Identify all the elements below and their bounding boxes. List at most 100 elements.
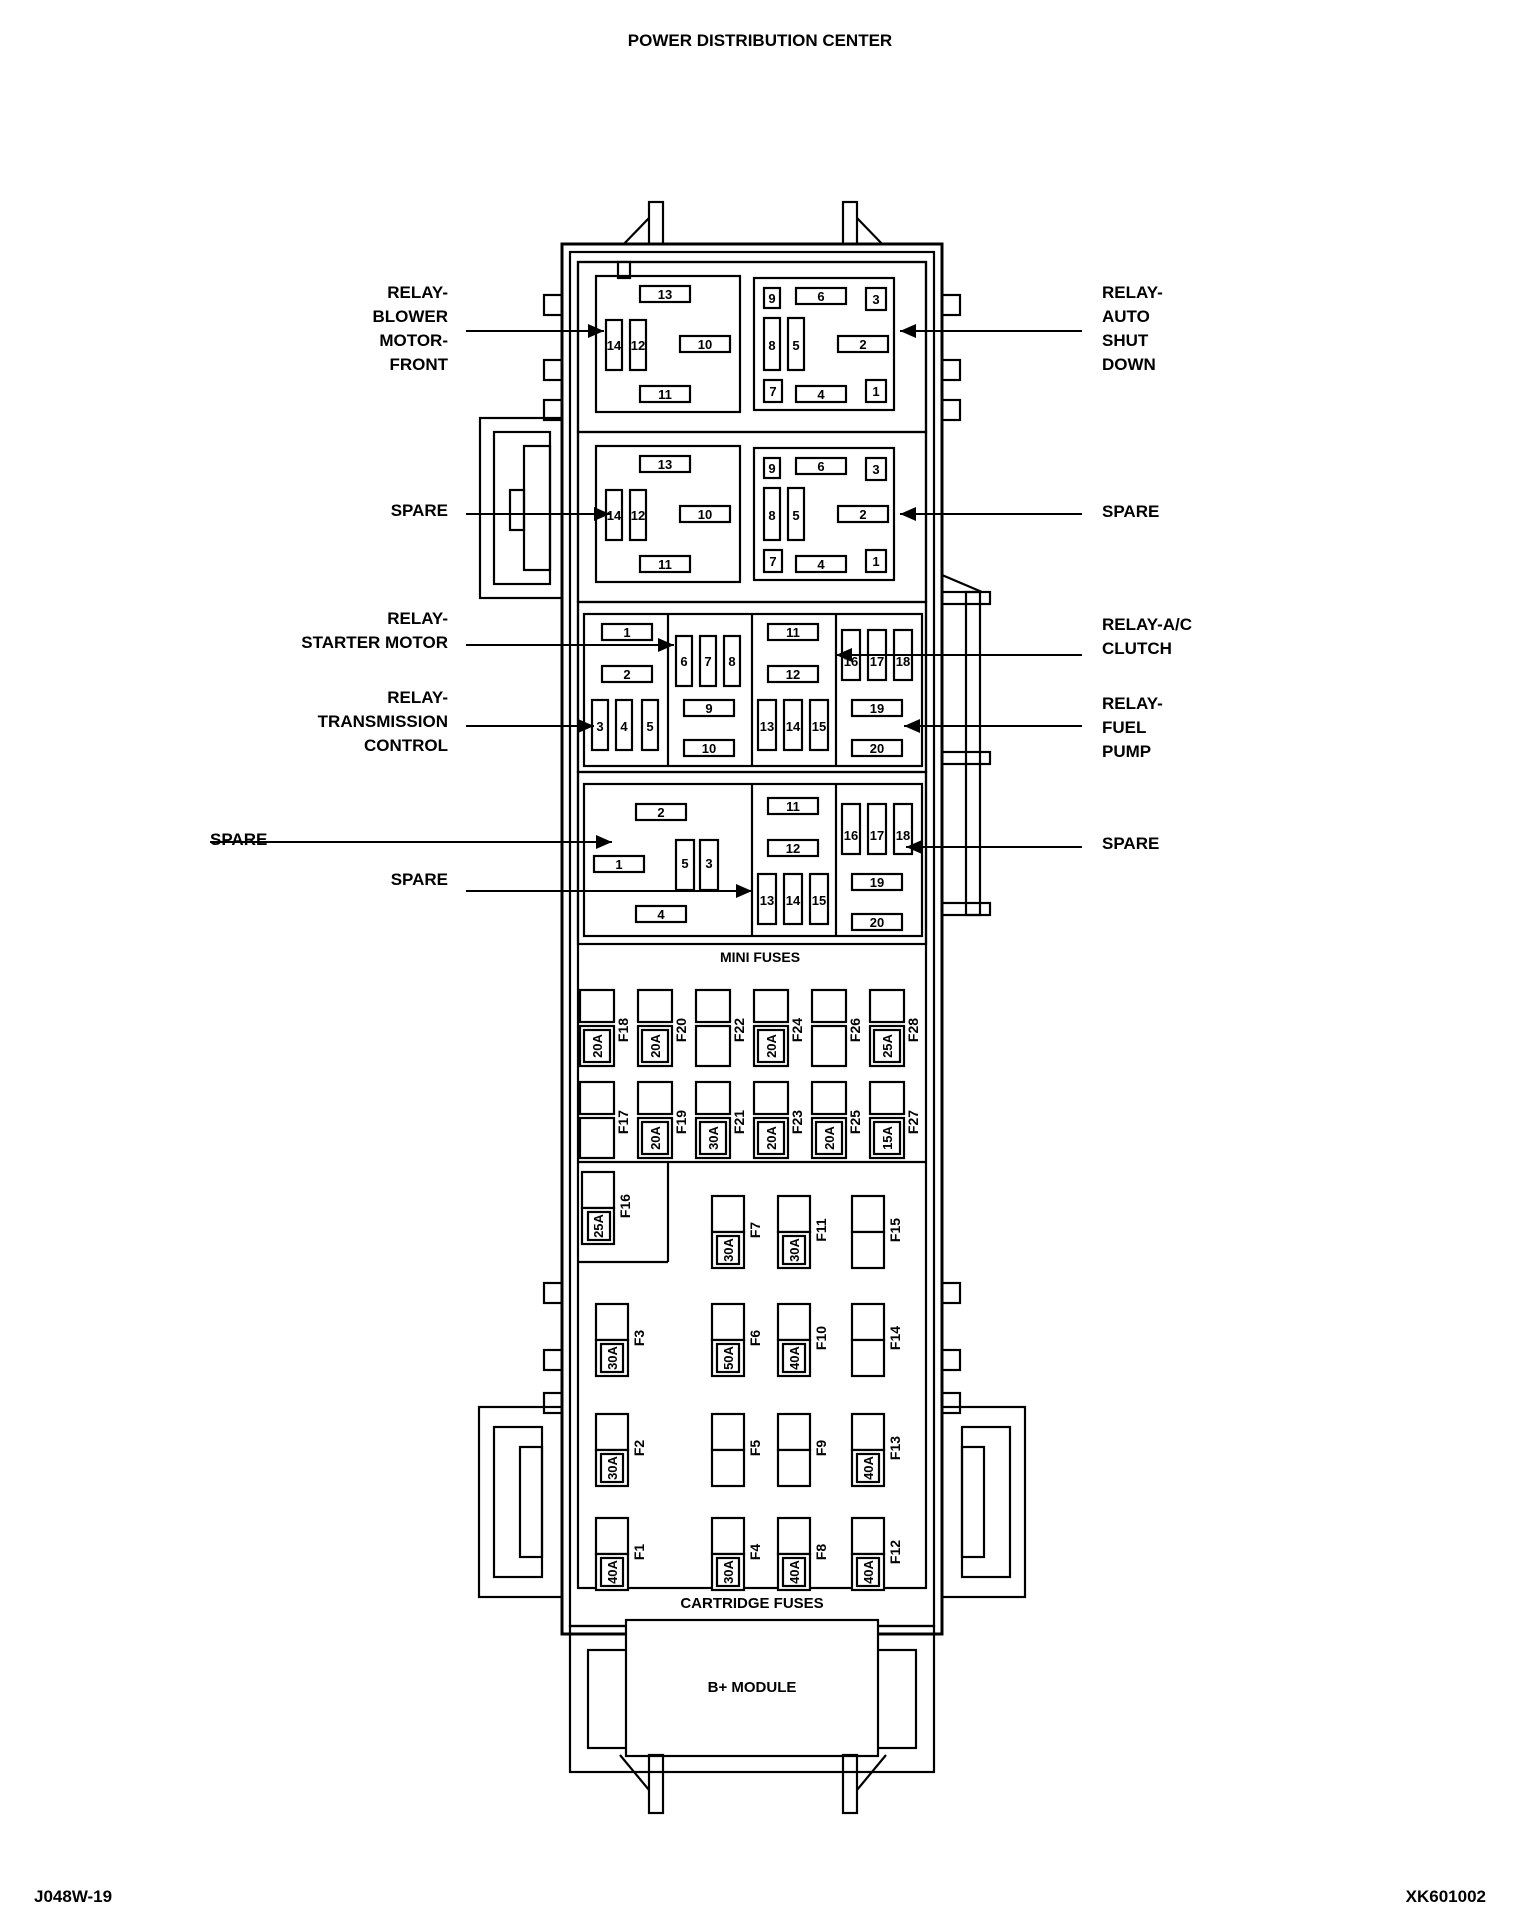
relay-pin-14-label: 14 — [786, 893, 801, 908]
relay-pin-16-label: 16 — [844, 828, 858, 843]
b-plus-module-label: B+ MODULE — [708, 1679, 797, 1696]
callout-labels: RELAY-BLOWERMOTOR-FRONTSPARERELAY-STARTE… — [210, 283, 1192, 898]
fuse-name: F18 — [615, 1018, 631, 1042]
cartridge-fuse-f6: 50A F6 — [710, 1302, 763, 1378]
fuse-name: F8 — [813, 1544, 829, 1561]
fuse-rating: 30A — [721, 1237, 736, 1261]
relay-pin-12-label: 12 — [786, 841, 800, 856]
relay-pin-6-label: 6 — [817, 289, 824, 304]
relay-blower-motor-front: 13 14 12 10 11 — [594, 274, 742, 414]
fuse-rating: 40A — [787, 1345, 802, 1369]
relay-pin-8-label: 8 — [728, 654, 735, 669]
relay-pin-18-label: 18 — [896, 654, 910, 669]
relay-spare-small: 9 6 3 8 5 2 7 4 1 — [752, 446, 896, 582]
arrow-spare-left-2 — [466, 507, 610, 521]
relay-pin-2-label: 2 — [657, 805, 664, 820]
relay-pin-6-label: 6 — [680, 654, 687, 669]
fuse-rating: 20A — [648, 1125, 663, 1149]
relay-pin-8-label: 8 — [768, 508, 775, 523]
fuse-name: F9 — [813, 1440, 829, 1457]
housing-outline — [477, 200, 1027, 1815]
relay-pin-7-label: 7 — [704, 654, 711, 669]
relay-pin-17-label: 17 — [870, 654, 884, 669]
relay-pin-9-label: 9 — [705, 701, 712, 716]
fuse-name: F15 — [887, 1218, 903, 1242]
cartridge-fuse-f11: 30A F11 — [776, 1194, 829, 1270]
fuse-name: F5 — [747, 1440, 763, 1457]
diagram-title: POWER DISTRIBUTION CENTER — [628, 31, 892, 50]
callout-trans-line-2: TRANSMISSION — [318, 712, 448, 731]
relay-pin-4-label: 4 — [817, 387, 825, 402]
fuse-rating: 25A — [880, 1033, 895, 1057]
relay-pin-6-label: 6 — [817, 459, 824, 474]
mini-relay-block-row-4: 2 1 5 3 4 11 12 13 14 15 16 17 18 19 20 — [582, 782, 924, 938]
relay-pin-1-label: 1 — [872, 384, 879, 399]
fuse-name: F2 — [631, 1440, 647, 1457]
relay-pin-9-label: 9 — [768, 291, 775, 306]
callout-asd-line-2: AUTO — [1102, 307, 1150, 326]
fuse-rating: 50A — [721, 1345, 736, 1369]
callout-blower-line-2: BLOWER — [372, 307, 448, 326]
relay-pin-15-label: 15 — [812, 719, 826, 734]
relay-pin-3-label: 3 — [705, 856, 712, 871]
relay-pin-2-label: 2 — [859, 337, 866, 352]
relay-pin-2-label: 2 — [859, 507, 866, 522]
cartridge-fuse-f5: F5 — [710, 1412, 763, 1488]
callout-ac-line-1: RELAY-A/C — [1102, 615, 1192, 634]
fuse-name: F6 — [747, 1330, 763, 1347]
relay-pin-3-label: 3 — [872, 292, 879, 307]
relay-pin-11-label: 11 — [786, 625, 800, 640]
relay-pin-15-label: 15 — [812, 893, 826, 908]
fuse-name: F4 — [747, 1544, 763, 1561]
relay-pin-11-label: 11 — [658, 557, 672, 572]
relay-pin-17-label: 17 — [870, 828, 884, 843]
relay-pin-10-label: 10 — [698, 507, 712, 522]
arrow-spare-left-4a — [210, 835, 612, 849]
callout-asd-line-1: RELAY- — [1102, 283, 1163, 302]
footer-left-code: J048W-19 — [34, 1887, 112, 1906]
mini-fuse-f26: F26 — [810, 988, 863, 1068]
relay-pin-4-label: 4 — [620, 719, 628, 734]
callout-ac-line-2: CLUTCH — [1102, 639, 1172, 658]
fuse-name: F26 — [847, 1018, 863, 1042]
section-panels — [576, 260, 928, 1264]
fuse-name: F25 — [847, 1110, 863, 1134]
fuse-name: F24 — [789, 1018, 805, 1042]
cartridge-fuses-label: CARTRIDGE FUSES — [680, 1595, 823, 1612]
cartridge-fuse-f15: F15 — [850, 1194, 903, 1270]
relay-pin-11-label: 11 — [786, 799, 800, 814]
fuse-rating: 15A — [880, 1125, 895, 1149]
relay-pin-13-label: 13 — [760, 893, 774, 908]
mini-fuse-f27: 15A F27 — [868, 1080, 921, 1160]
callout-spare-left-2-line-1: SPARE — [391, 501, 448, 520]
fuse-name: F10 — [813, 1326, 829, 1350]
fuse-name: F27 — [905, 1110, 921, 1134]
relay-pin-14-label: 14 — [786, 719, 801, 734]
arrow-spare-right-2 — [900, 507, 1082, 521]
fuse-rating: 30A — [721, 1559, 736, 1583]
relay-pin-4-label: 4 — [817, 557, 825, 572]
fuse-name: F14 — [887, 1326, 903, 1350]
fuse-rating: 30A — [787, 1237, 802, 1261]
relay-pin-1-label: 1 — [872, 554, 879, 569]
relay-pin-5-label: 5 — [646, 719, 653, 734]
relay-pin-20-label: 20 — [870, 741, 884, 756]
fuse-name: F1 — [631, 1544, 647, 1561]
callout-blower-line-1: RELAY- — [387, 283, 448, 302]
fuse-name: F11 — [813, 1218, 829, 1242]
relay-pin-3-label: 3 — [872, 462, 879, 477]
fuse-name: F12 — [887, 1540, 903, 1564]
relay-pin-1-label: 1 — [615, 857, 622, 872]
relay-pin-10-label: 10 — [702, 741, 716, 756]
